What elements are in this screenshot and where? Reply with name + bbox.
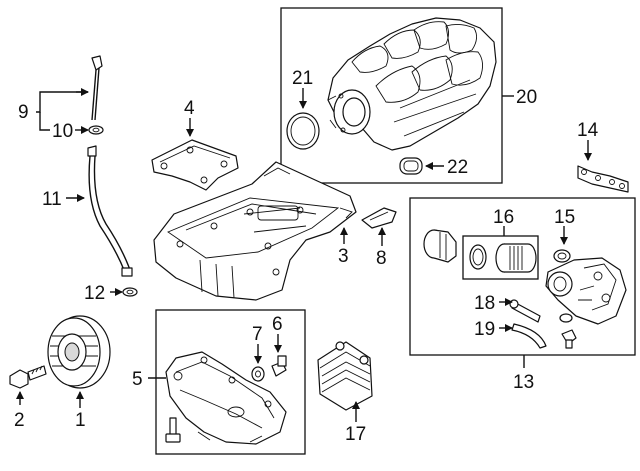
- leader-lines: [16, 88, 592, 422]
- dipstick-o-ring[interactable]: [88, 125, 104, 135]
- oil-filter-housing[interactable]: [545, 257, 627, 325]
- upper-oil-pan[interactable]: [153, 161, 357, 301]
- pulley-bolt[interactable]: [9, 365, 47, 389]
- drain-plug-washer[interactable]: [251, 366, 265, 382]
- intake-manifold[interactable]: [327, 17, 497, 151]
- oil-pan-baffle[interactable]: [151, 139, 239, 191]
- callout-2: 2: [14, 410, 25, 431]
- oil-filter-cap[interactable]: [423, 229, 457, 263]
- oil-cooler[interactable]: [317, 341, 373, 411]
- tube-o-ring[interactable]: [122, 287, 138, 297]
- lower-pan-bolt[interactable]: [165, 417, 181, 443]
- callout-labels: 1 2 3 4 5 6 7 8 9 10 11 12 13 14 15 16 1…: [14, 68, 599, 445]
- throttle-body-gasket[interactable]: [286, 112, 320, 150]
- oil-filter-kit-box: [462, 235, 539, 280]
- housing-gasket[interactable]: [553, 249, 571, 263]
- callout-22: 22: [447, 157, 468, 178]
- filter-o-ring[interactable]: [469, 244, 487, 270]
- callout-8: 8: [376, 248, 387, 269]
- callout-19: 19: [474, 319, 495, 340]
- callout-7: 7: [252, 324, 263, 345]
- callout-14: 14: [577, 120, 599, 141]
- callout-5: 5: [132, 369, 143, 390]
- intake-gasket[interactable]: [399, 157, 423, 175]
- filter-bolt[interactable]: [509, 299, 541, 323]
- oil-cooler-bracket[interactable]: [577, 165, 629, 193]
- callout-15: 15: [554, 207, 575, 228]
- oil-dipstick[interactable]: [91, 55, 103, 121]
- callout-6: 6: [272, 314, 283, 335]
- callout-20: 20: [516, 87, 537, 108]
- callout-16: 16: [493, 207, 514, 228]
- callout-17: 17: [345, 424, 366, 445]
- callout-11: 11: [42, 189, 62, 210]
- pan-bracket[interactable]: [361, 207, 397, 229]
- dipstick-tube[interactable]: [87, 145, 133, 277]
- callout-21: 21: [292, 68, 313, 89]
- crankshaft-pulley[interactable]: [47, 315, 111, 389]
- housing-seal[interactable]: [559, 313, 573, 323]
- lower-oil-pan[interactable]: [165, 351, 287, 445]
- callout-18: 18: [474, 293, 495, 314]
- callout-9: 9: [18, 102, 29, 123]
- oil-filter-group-box: [409, 197, 636, 356]
- housing-plug[interactable]: [561, 329, 577, 349]
- oil-filter-element[interactable]: [495, 243, 537, 273]
- callout-4: 4: [184, 98, 195, 119]
- lower-oil-pan-group-box: [155, 309, 306, 455]
- callout-3: 3: [338, 246, 349, 267]
- filter-gasket-strip[interactable]: [511, 323, 547, 349]
- callout-10: 10: [52, 121, 73, 142]
- callout-1: 1: [75, 410, 86, 431]
- callout-13: 13: [513, 372, 534, 393]
- callout-12: 12: [84, 283, 105, 304]
- drain-plug[interactable]: [271, 355, 287, 377]
